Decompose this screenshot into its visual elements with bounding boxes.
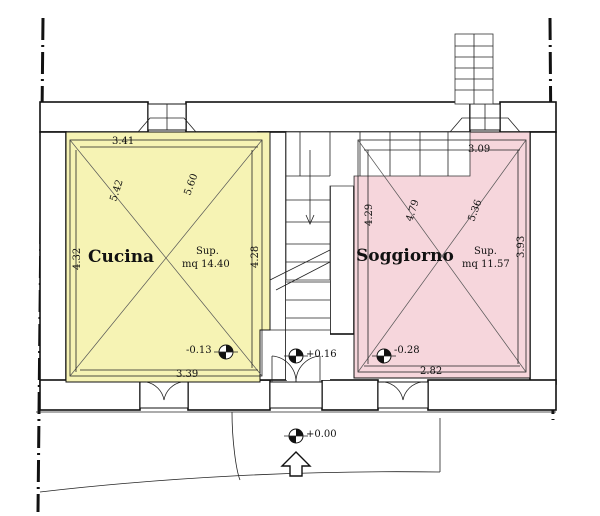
door-living <box>377 381 429 409</box>
living-dimension-lines <box>357 139 527 373</box>
entrance-arrow-icon <box>280 451 312 477</box>
kitchen-area-label: Sup. <box>196 246 219 257</box>
kitchen-dim-bottom: 3.39 <box>176 369 198 380</box>
hall-level-value: +0.16 <box>306 349 337 360</box>
level-benchmark-icon-hall <box>284 348 308 364</box>
living-area-label: Sup. <box>474 246 497 257</box>
external-stair <box>454 33 494 105</box>
living-dim-right: 3.93 <box>516 236 527 258</box>
outside-ground <box>36 411 556 493</box>
kitchen-dim-left: 4.32 <box>72 248 83 270</box>
door-kitchen <box>139 381 189 409</box>
window-kitchen-top <box>137 103 197 133</box>
kitchen-level-value: -0.13 <box>186 345 212 356</box>
living-dim-left: 4.29 <box>364 204 375 226</box>
level-benchmark-icon-living <box>372 348 396 364</box>
level-benchmark-icon-kitchen <box>214 344 238 360</box>
living-area-value: mq 11.57 <box>462 259 510 270</box>
walls <box>39 101 557 411</box>
level-benchmark-icon-outside <box>284 428 308 444</box>
door-entrance <box>269 355 323 409</box>
living-dim-top: 3.09 <box>468 144 490 155</box>
kitchen-dim-right: 4.28 <box>250 246 261 268</box>
kitchen-room-name: Cucina <box>88 247 154 267</box>
kitchen-dim-top: 3.41 <box>112 136 134 147</box>
internal-staircase <box>269 131 471 380</box>
kitchen-area-value: mq 14.40 <box>182 259 230 270</box>
kitchen-floor <box>65 131 271 383</box>
living-dim-bottom: 2.82 <box>420 366 442 377</box>
living-room-name: Soggiorno <box>356 246 454 266</box>
kitchen-dimension-lines <box>69 139 263 377</box>
living-level-value: -0.28 <box>394 345 420 356</box>
outside-level-value: +0.00 <box>306 429 337 440</box>
